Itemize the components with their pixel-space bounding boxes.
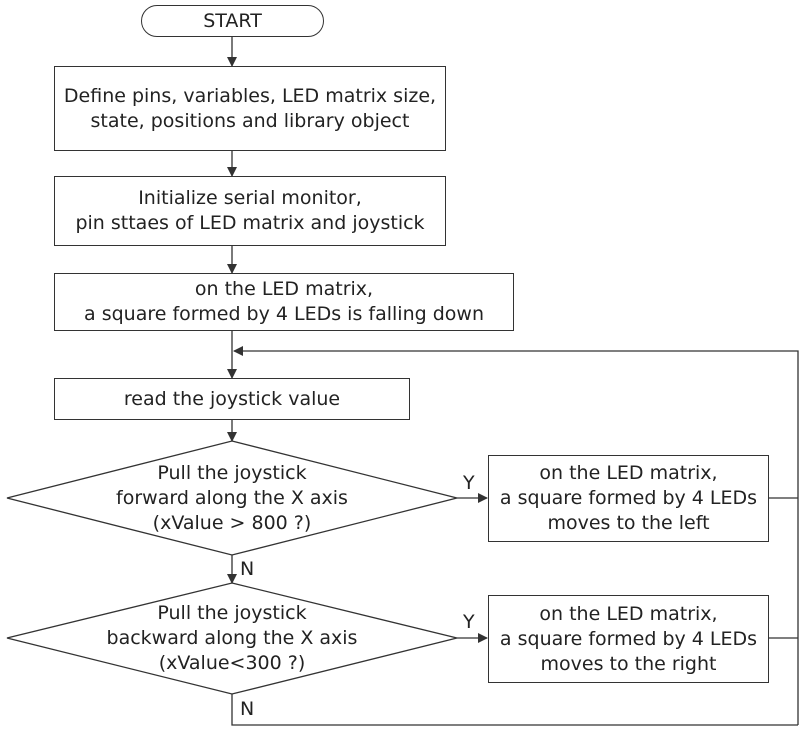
decision2-yes-label: Y — [463, 611, 475, 633]
left-action-line-1: on the LED matrix, — [539, 462, 718, 484]
falling-line-2: a square formed by 4 LEDs is falling dow… — [84, 303, 484, 325]
left-action-step: on the LED matrix, a square formed by 4 … — [488, 455, 769, 542]
read-step: read the joystick value — [54, 378, 410, 420]
decision1-diamond — [6, 440, 458, 556]
init-step: Initialize serial monitor, pin sttaes of… — [54, 176, 446, 246]
decision1-line-2: forward along the X axis — [116, 486, 348, 509]
right-action-step: on the LED matrix, a square formed by 4 … — [488, 595, 769, 683]
falling-line-1: on the LED matrix, — [194, 278, 374, 300]
decision2-diamond — [6, 582, 458, 695]
right-action-line-2: a square formed by 4 LEDs — [499, 627, 758, 650]
falling-step: on the LED matrix, a square formed by 4 … — [54, 273, 514, 331]
decision2-line-1: Pull the joystick — [157, 601, 307, 624]
define-line-2: state, positions and library object — [90, 109, 410, 132]
decision2-no-label: N — [240, 698, 255, 720]
define-step: Define pins, variables, LED matrix size,… — [54, 66, 446, 151]
decision1-no-label: N — [240, 558, 255, 580]
init-line-2: pin sttaes of LED matrix and joystick — [75, 212, 425, 234]
decision1-yes-label: Y — [463, 472, 475, 494]
decision1-text: Pull the joystick forward along the X ax… — [82, 458, 382, 538]
decision1-line-3: (xValue > 800 ?) — [152, 511, 312, 534]
left-action-line-3: moves to the left — [547, 512, 710, 534]
decision2-line-3: (xValue<300 ?) — [158, 651, 306, 674]
decision1-line-1: Pull the joystick — [157, 461, 307, 484]
read-text: read the joystick value — [123, 387, 341, 410]
loop-decision2-no — [231, 694, 798, 726]
right-action-line-1: on the LED matrix, — [539, 602, 718, 625]
decision2-text: Pull the joystick backward along the X a… — [82, 598, 382, 678]
start-text: START — [203, 9, 262, 32]
start-terminal: START — [141, 5, 324, 37]
decision2-line-2: backward along the X axis — [106, 626, 358, 649]
init-line-1: Initialize serial monitor, — [138, 187, 362, 209]
right-action-line-3: moves to the right — [540, 652, 717, 675]
loop-return-to-read — [233, 346, 799, 725]
left-action-line-2: a square formed by 4 LEDs — [499, 487, 758, 509]
define-line-1: Define pins, variables, LED matrix size, — [63, 84, 437, 107]
